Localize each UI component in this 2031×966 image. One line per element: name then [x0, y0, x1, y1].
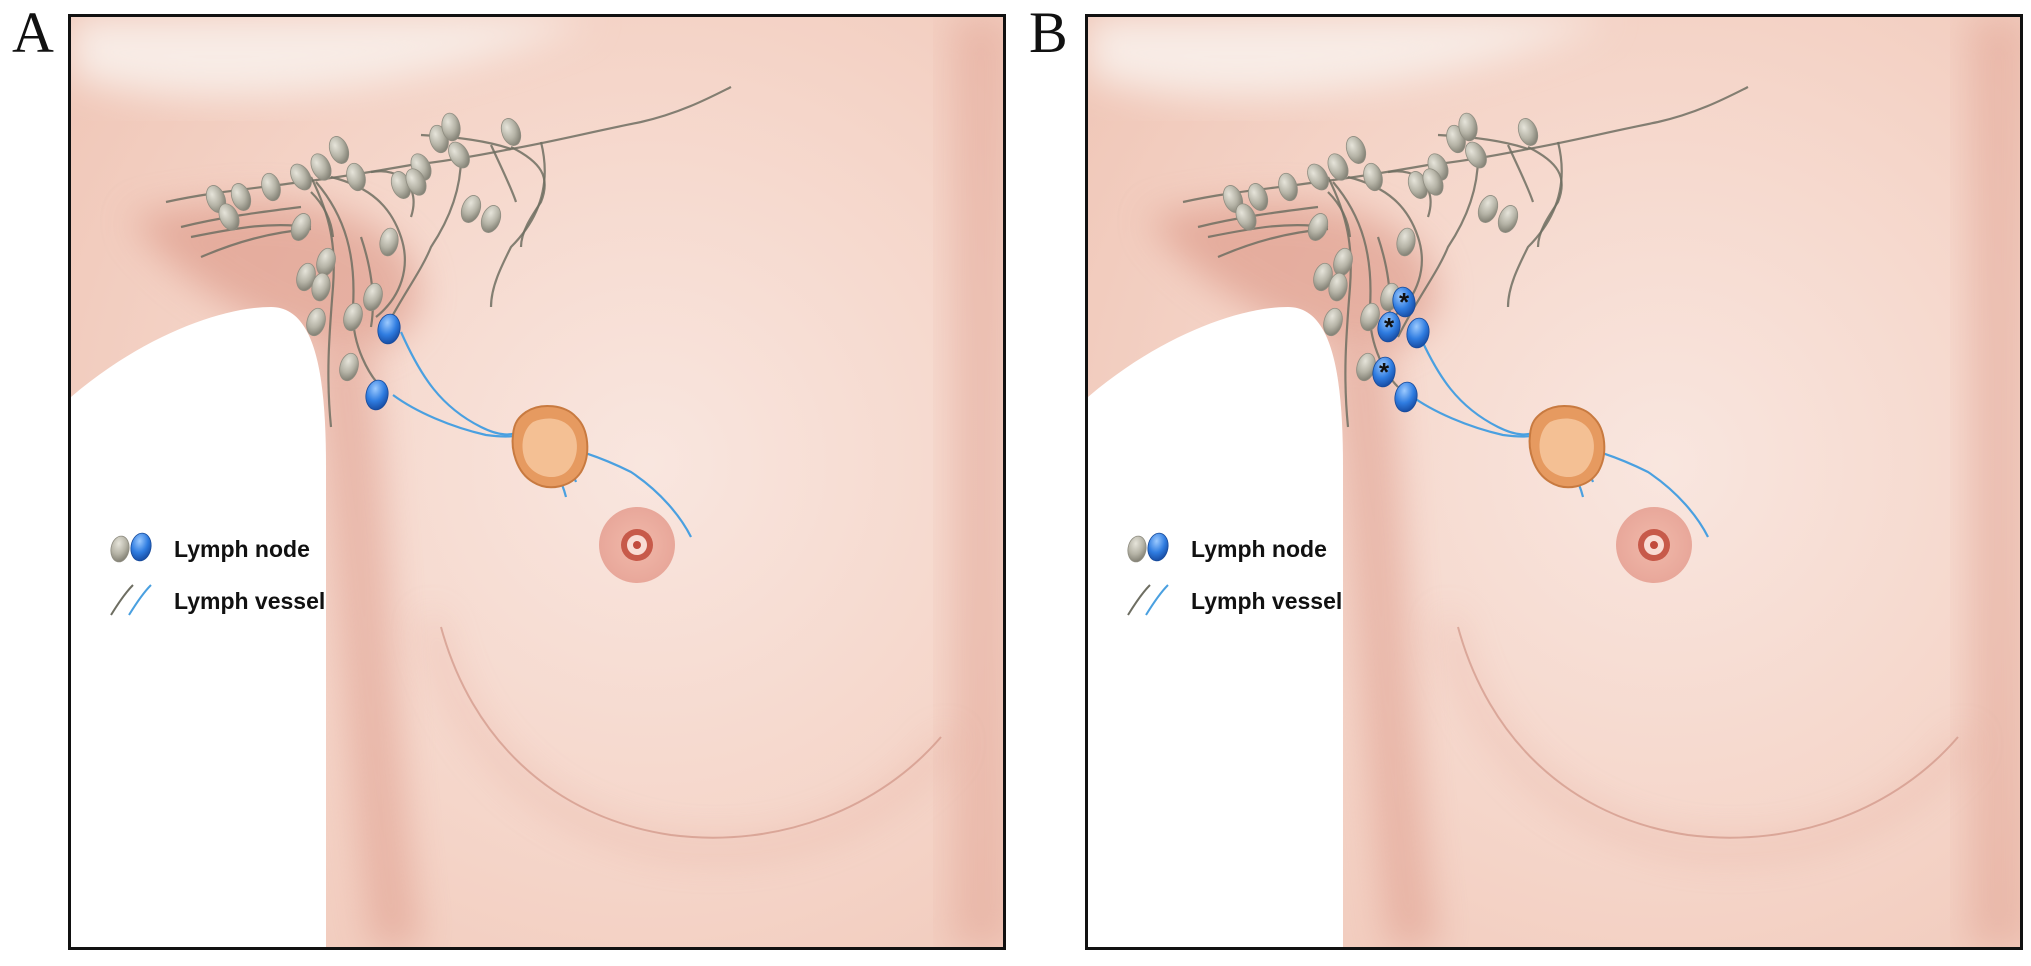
blue-vessel-icon	[1145, 584, 1169, 616]
breast-crease-shadow	[1443, 616, 1972, 855]
gray-lymph-node-icon	[110, 535, 130, 563]
gray-lymph-node-icon	[1477, 195, 1499, 223]
blue-lymph-node-icon	[1147, 532, 1169, 562]
gray-lymph-nodes	[1222, 112, 1539, 382]
nipple-icon	[1616, 507, 1692, 583]
blue-lymph-node-icon	[1394, 381, 1418, 413]
blue-lymph-node-icon	[1406, 317, 1430, 349]
background-gap	[1088, 307, 1343, 947]
blue-lymph-node-icon	[1392, 286, 1416, 318]
breast-crease-line	[440, 626, 942, 839]
gray-lymph-node-icon	[441, 112, 461, 142]
gray-lymph-node-icon	[1307, 213, 1329, 241]
gray-lymph-node-icon	[1517, 118, 1539, 146]
gray-lymph-node-icon	[500, 118, 522, 146]
gray-lymph-node-icon	[1422, 168, 1444, 196]
gray-lymph-node-icon	[306, 307, 326, 337]
gray-lymph-node-icon	[346, 162, 366, 192]
gray-lymph-node-icon	[1127, 535, 1147, 563]
gray-lymph-node-icon	[480, 205, 502, 233]
tumor-icon	[511, 405, 589, 489]
nipple-icon	[599, 507, 675, 583]
blue-lymph-node-icon	[130, 532, 152, 562]
gray-lymph-node-icon	[1278, 172, 1298, 202]
gray-vessel-icon	[1127, 584, 1151, 616]
blue-lymph-node-icon	[1372, 356, 1396, 388]
legend-lymph-node-label: Lymph node	[174, 536, 310, 562]
gray-lymph-node-icon	[405, 168, 427, 196]
blue-lymph-nodes	[1372, 286, 1430, 413]
gray-lymph-node-icon	[343, 302, 363, 332]
gray-lymph-node-icon	[1323, 307, 1343, 337]
gray-lymph-node-icon	[1465, 141, 1487, 169]
gray-lymph-node-icon	[460, 195, 482, 223]
gray-lymph-node-icon	[363, 282, 383, 312]
blue-lymph-node-icon	[377, 313, 401, 345]
breast-crease-shadow	[426, 616, 955, 855]
tumor-icon	[1528, 405, 1606, 489]
gray-lymph-node-icon	[1497, 205, 1519, 233]
gray-lymph-node-icon	[1327, 153, 1349, 181]
gray-lymph-node-icon	[290, 163, 312, 191]
right-edge-shadow	[1968, 17, 2020, 947]
gray-lymph-node-icon	[1235, 203, 1257, 231]
gray-lymph-node-icon	[310, 153, 332, 181]
gray-lymph-node-icon	[1307, 163, 1329, 191]
metastasis-marker: *	[1399, 287, 1410, 317]
gray-lymph-nodes	[205, 112, 522, 382]
panel-b-letter: B	[1029, 0, 1068, 65]
gray-lymph-node-icon	[339, 352, 359, 382]
gray-lymph-node-icon	[1328, 272, 1348, 302]
gray-lymph-node-icon	[311, 272, 331, 302]
blue-lymph-node-icon	[1377, 311, 1401, 343]
gray-lymph-node-icon	[261, 172, 281, 202]
gray-lymph-node-icon	[218, 203, 240, 231]
gray-lymph-node-icon	[1345, 136, 1367, 164]
torso-shadow	[1328, 347, 1438, 947]
gray-lymph-node-icon	[1458, 112, 1478, 142]
gray-lymph-node-icon	[230, 183, 252, 211]
gray-lymph-node-icon	[328, 136, 350, 164]
blue-lymph-node-icon	[365, 379, 389, 411]
blue-vessel-icon	[128, 584, 152, 616]
gray-lymph-node-icon	[1363, 162, 1383, 192]
metastasis-marker: *	[1384, 312, 1395, 342]
background-gap	[71, 307, 326, 947]
gray-vessel-icon	[110, 584, 134, 616]
gray-lymph-node-icon	[290, 213, 312, 241]
legend-lymph-node-label: Lymph node	[1191, 536, 1327, 562]
shoulder-highlight	[71, 17, 591, 97]
panel-a-letter: A	[12, 0, 54, 65]
breast-crease-line	[1457, 626, 1959, 839]
right-edge-shadow	[951, 17, 1003, 947]
gray-lymph-node-icon	[1360, 302, 1380, 332]
blue-lymph-nodes	[365, 313, 401, 411]
torso-shadow	[311, 347, 421, 947]
gray-lymph-node-icon	[1396, 227, 1416, 257]
shoulder-highlight	[1088, 17, 1608, 97]
legend-lymph-vessel-label: Lymph vessel	[174, 588, 325, 614]
gray-lymph-node-icon	[448, 141, 470, 169]
gray-lymph-node-icon	[379, 227, 399, 257]
metastasis-marker: *	[1379, 357, 1390, 387]
legend-lymph-vessel-label: Lymph vessel	[1191, 588, 1342, 614]
gray-lymph-node-icon	[1247, 183, 1269, 211]
